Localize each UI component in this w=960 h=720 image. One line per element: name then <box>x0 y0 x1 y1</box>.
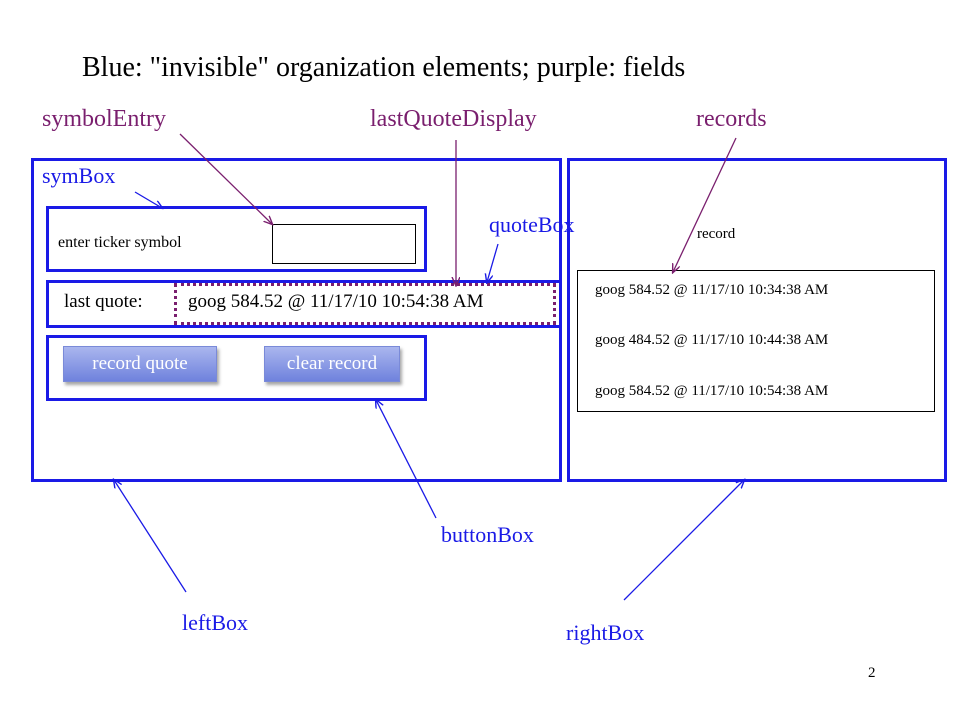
records-field[interactable] <box>577 270 935 412</box>
last-quote-value: goog 584.52 @ 11/17/10 10:54:38 AM <box>188 291 484 312</box>
last-quote-display-label: lastQuoteDisplay <box>370 106 537 132</box>
left-box-arrow <box>114 480 187 593</box>
left-box-label: leftBox <box>182 610 248 635</box>
last-quote-label: last quote: <box>64 291 143 312</box>
button-box <box>46 335 427 401</box>
record-item: goog 584.52 @ 11/17/10 10:34:38 AM <box>595 282 829 298</box>
enter-ticker-label: enter ticker symbol <box>58 234 182 251</box>
page-number: 2 <box>868 665 876 681</box>
quote-box <box>46 280 562 328</box>
slide-title: Blue: "invisible" organization elements;… <box>82 52 686 83</box>
record-item: goog 484.52 @ 11/17/10 10:44:38 AM <box>595 332 829 348</box>
records-arrow <box>673 137 737 272</box>
record-item: goog 584.52 @ 11/17/10 10:54:38 AM <box>595 383 829 399</box>
quote-box-label: quoteBox <box>489 212 575 237</box>
record-label: record <box>697 226 736 242</box>
sym-box-arrow <box>134 191 162 208</box>
symbol-entry-arrow <box>179 133 272 224</box>
right-box <box>567 158 947 482</box>
right-box-label: rightBox <box>566 620 645 645</box>
sym-box <box>46 206 427 272</box>
last-quote-display-field <box>174 283 556 325</box>
symbol-entry-field[interactable] <box>272 224 416 264</box>
right-box-arrow <box>623 480 744 601</box>
button-box-label: buttonBox <box>441 522 534 547</box>
records-label: records <box>696 106 767 132</box>
quote-box-arrow <box>487 243 499 282</box>
clear-record-button[interactable]: clear record <box>264 346 400 382</box>
sym-box-label: symBox <box>42 163 116 188</box>
button-box-arrow <box>376 400 437 519</box>
record-quote-button[interactable]: record quote <box>63 346 217 382</box>
symbol-entry-label: symbolEntry <box>42 106 166 132</box>
